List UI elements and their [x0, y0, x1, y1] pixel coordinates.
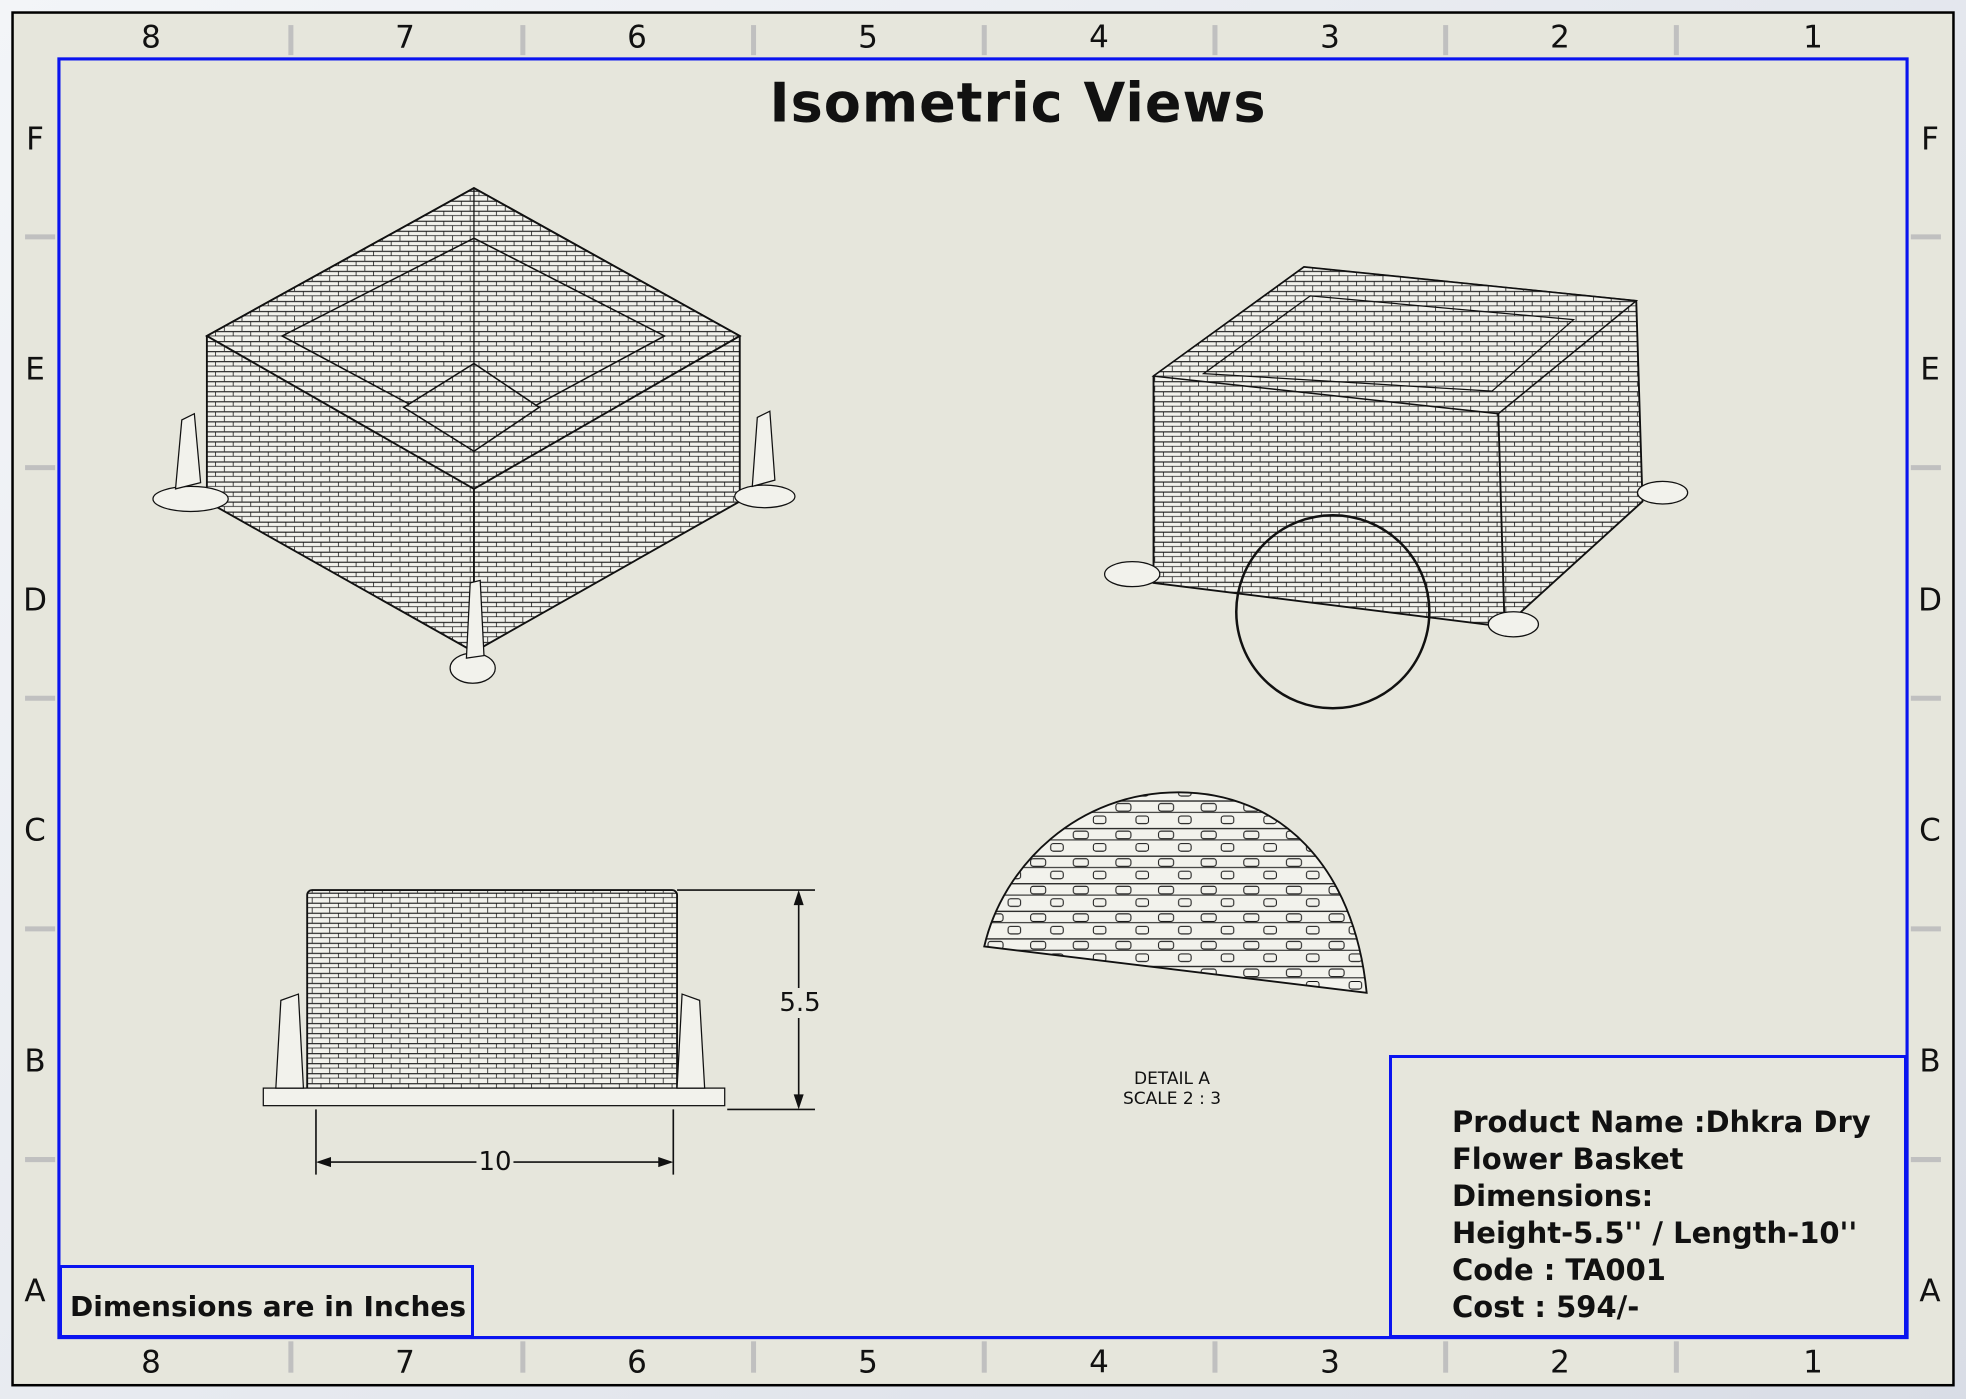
product-cost: Cost : 594/- [1452, 1290, 1640, 1324]
row-label: E [25, 351, 45, 388]
column-label: 2 [1550, 19, 1570, 56]
row-label: B [1919, 1043, 1941, 1080]
detail-a-callout-circle [1235, 513, 1431, 710]
row-label: D [23, 582, 47, 619]
column-label: 4 [1089, 1344, 1109, 1381]
column-label: 5 [858, 19, 878, 56]
column-label: 1 [1803, 1344, 1823, 1381]
product-name-line-2: Flower Basket [1452, 1142, 1684, 1176]
row-label: D [1918, 582, 1942, 619]
detail-scale: SCALE 2 : 3 [1122, 1089, 1222, 1109]
front-view [262, 889, 815, 1175]
column-label: 1 [1803, 19, 1823, 56]
product-name-line: Product Name :Dhkra Dry [1452, 1105, 1871, 1139]
row-label: C [1919, 812, 1941, 849]
column-label: 3 [1320, 19, 1340, 56]
title-block-text: Product Name :Dhkra Dry Flower Basket Di… [1452, 1104, 1871, 1326]
length-dimension: 10 [476, 1147, 514, 1177]
column-label: 8 [141, 19, 161, 56]
row-label: F [1921, 121, 1939, 158]
column-label: 7 [395, 1344, 415, 1381]
isometric-view-side [1103, 266, 1689, 710]
sheet-title: Isometric Views [769, 71, 1267, 135]
column-label: 6 [627, 19, 647, 56]
detail-caption: DETAIL A SCALE 2 : 3 [1123, 1069, 1221, 1109]
isometric-view-top [152, 186, 796, 684]
detail-label: DETAIL A [1133, 1069, 1211, 1089]
column-label: 3 [1320, 1344, 1340, 1381]
column-label: 7 [395, 19, 415, 56]
row-label: F [26, 121, 44, 158]
height-dimension: 5.5 [777, 988, 823, 1018]
column-label: 5 [858, 1344, 878, 1381]
detail-a-view [983, 791, 1368, 994]
row-label: E [1920, 351, 1940, 388]
row-label: A [1919, 1273, 1941, 1310]
column-label: 6 [627, 1344, 647, 1381]
row-label: A [24, 1273, 46, 1310]
column-label: 8 [141, 1344, 161, 1381]
outer-frame [11, 11, 1955, 1387]
product-code: Code : TA001 [1452, 1253, 1666, 1287]
zone-ticks [25, 25, 1941, 1373]
row-label: B [24, 1043, 46, 1080]
column-label: 2 [1550, 1344, 1570, 1381]
units-note-box: Dimensions are in Inches [59, 1265, 474, 1338]
drawing-border [57, 57, 1909, 1340]
title-block [1389, 1055, 1907, 1338]
units-note: Dimensions are in Inches [70, 1290, 467, 1323]
dimensions-value: Height-5.5'' / Length-10'' [1452, 1216, 1858, 1250]
dimensions-heading: Dimensions: [1452, 1179, 1654, 1213]
column-label: 4 [1089, 19, 1109, 56]
row-label: C [24, 812, 46, 849]
